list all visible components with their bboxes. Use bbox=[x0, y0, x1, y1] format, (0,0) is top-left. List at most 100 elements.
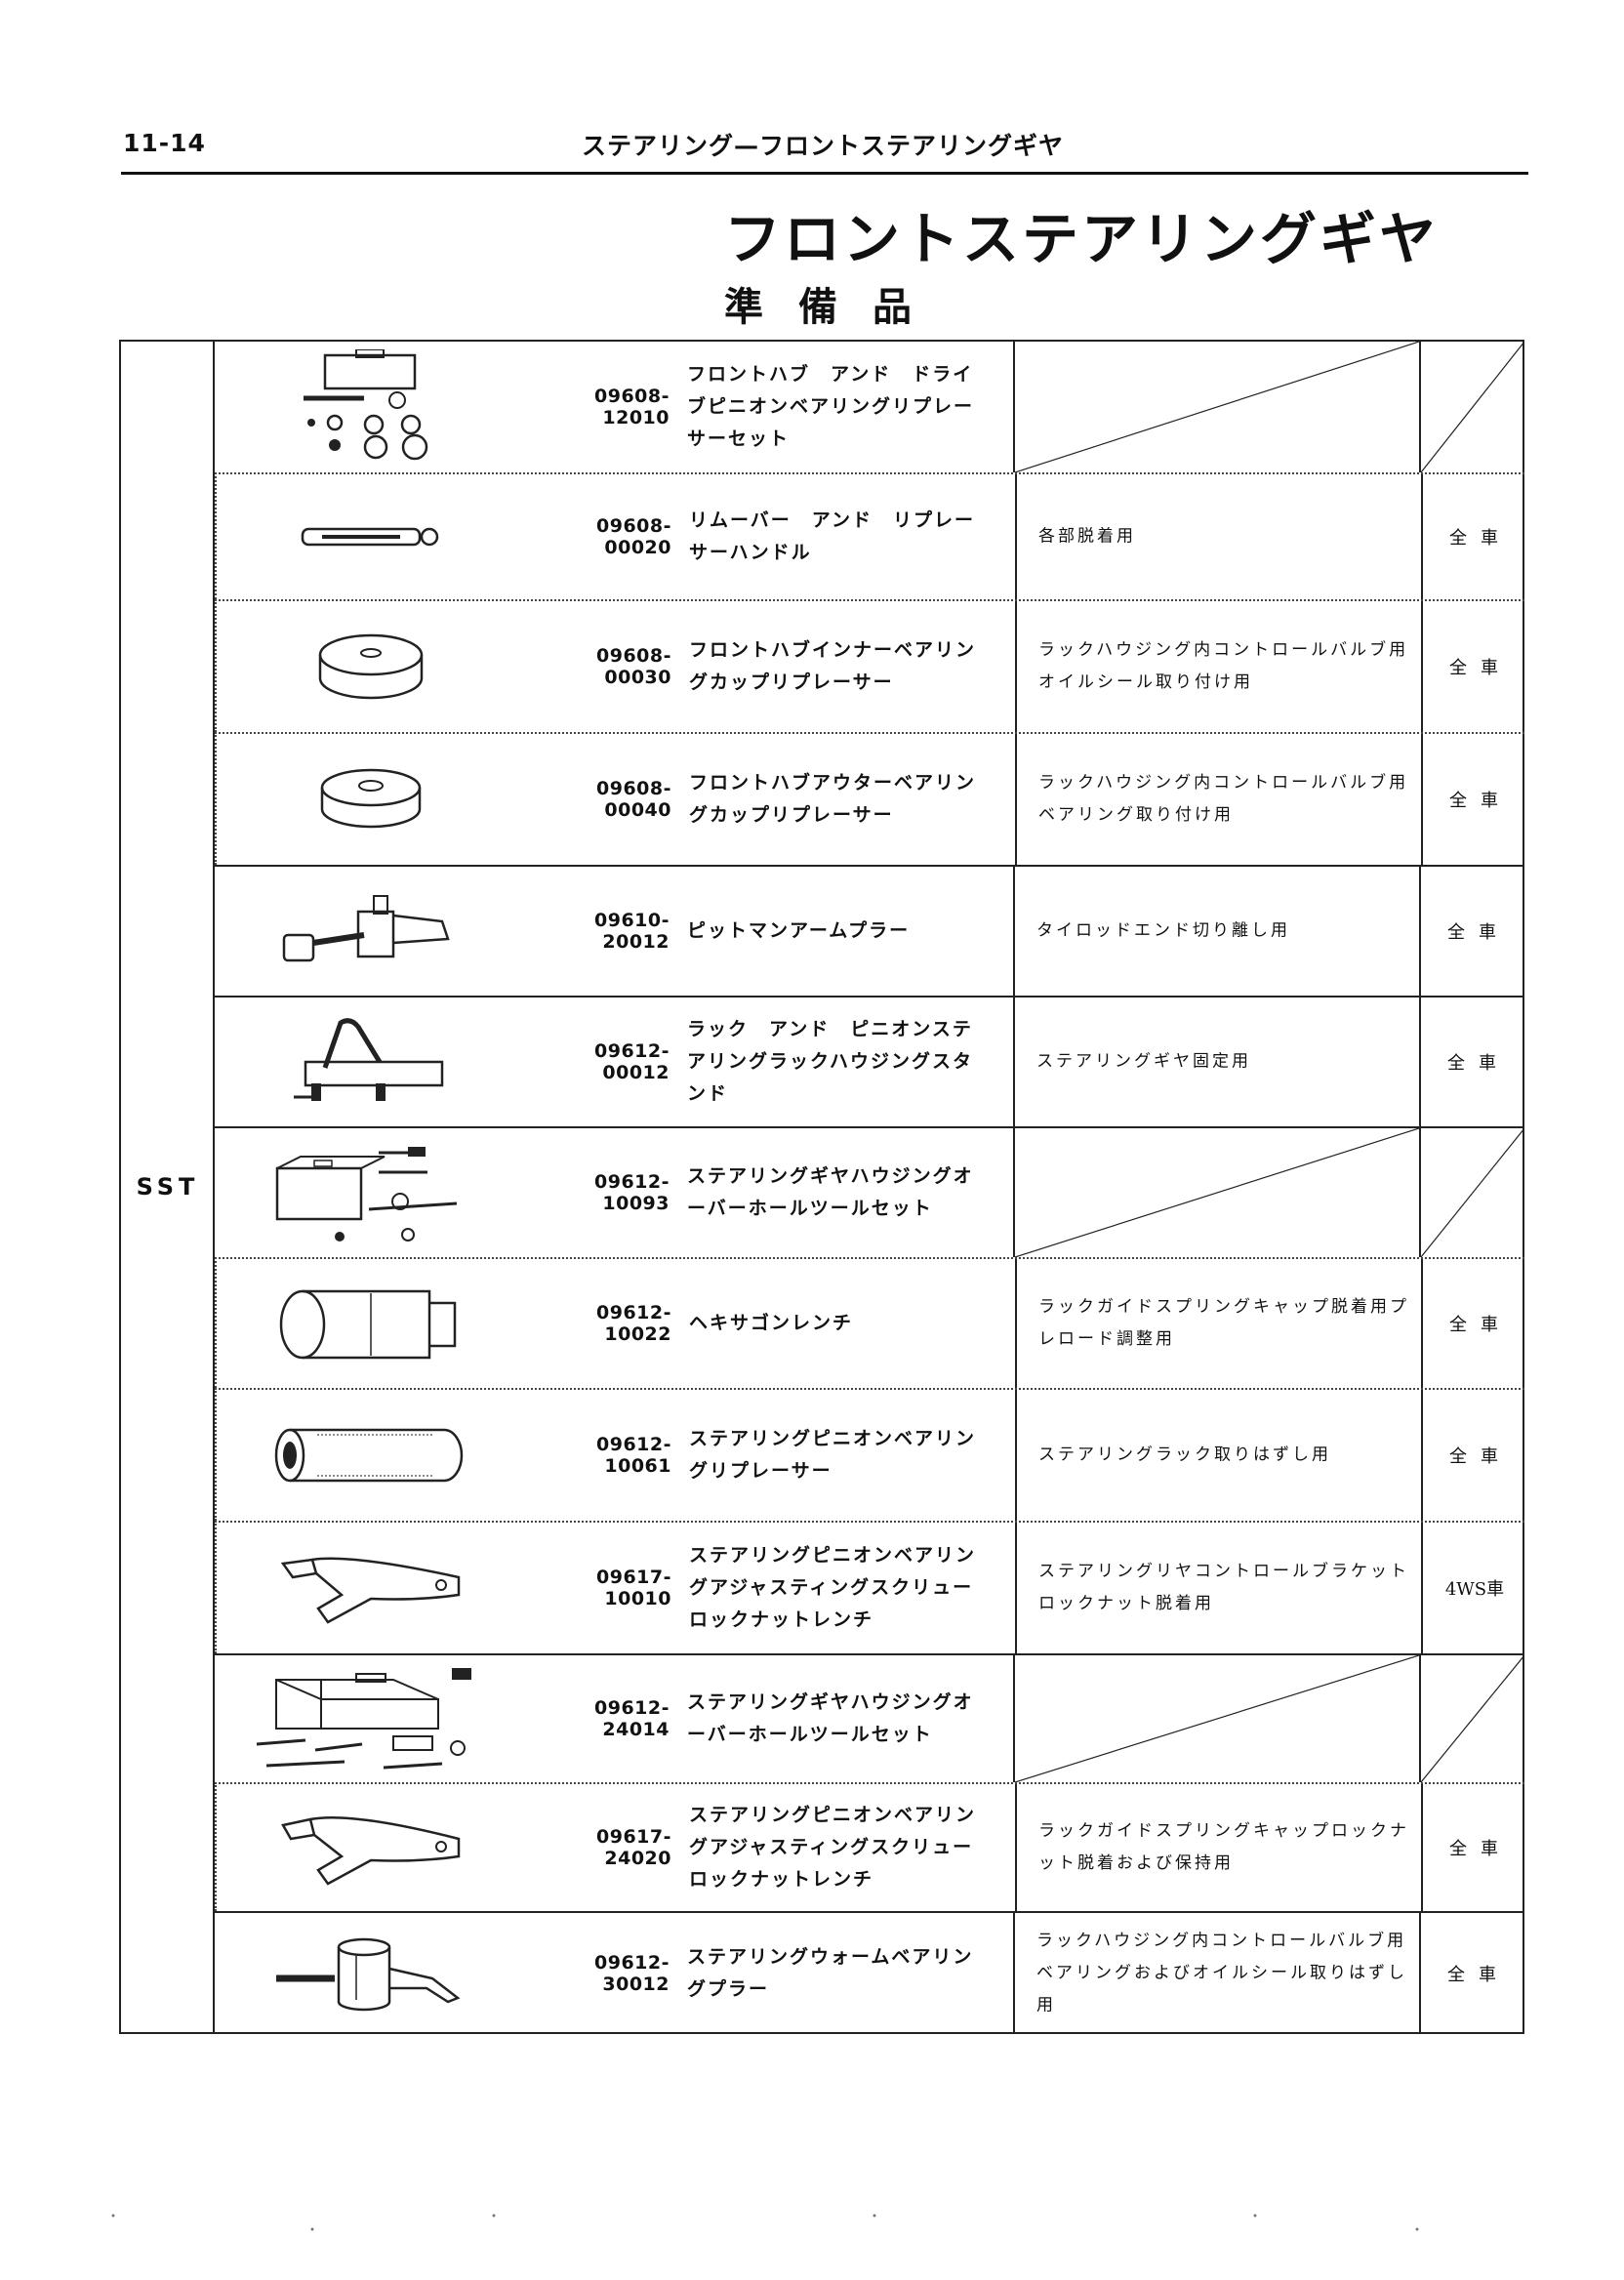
application-text: 全車 bbox=[1449, 1315, 1512, 1335]
part-name: ステアリングウォームベアリングプラー bbox=[687, 1946, 974, 2000]
tool-illustration bbox=[217, 734, 525, 865]
pinion-replacer-icon bbox=[274, 1428, 464, 1483]
use-cell: ラックハウジング内コントロールバルブ用オイルシール取り付け用 bbox=[1015, 601, 1421, 732]
use-text: ラックハウジング内コントロールバルブ用オイルシール取り付け用 bbox=[1038, 640, 1409, 692]
application-cell: 全車 bbox=[1421, 1259, 1526, 1388]
tool-case-set-icon bbox=[256, 1668, 471, 1770]
diagonal-mark bbox=[1015, 342, 1419, 472]
application-cell bbox=[1419, 1655, 1524, 1782]
part-number: 09612-24014 bbox=[594, 1697, 670, 1740]
tool-illustration bbox=[217, 1390, 525, 1521]
tool-illustration bbox=[215, 998, 523, 1126]
table-row: 09610-20012 ピットマンアームプラー タイロッドエンド切り離し用 全車 bbox=[215, 865, 1524, 996]
use-text: ラックハウジング内コントロールバルブ用ベアリング取り付け用 bbox=[1038, 773, 1409, 825]
application-cell bbox=[1419, 342, 1524, 472]
use-cell bbox=[1013, 1655, 1419, 1782]
part-number: 09612-10093 bbox=[594, 1171, 670, 1214]
diagonal-mark bbox=[1015, 1655, 1419, 1782]
hexagon-wrench-icon bbox=[279, 1289, 457, 1360]
tool-illustration bbox=[215, 1913, 523, 2034]
part-number: 09612-10022 bbox=[596, 1302, 671, 1345]
table-row: 09608-00020 リムーバー アンド リプレーサーハンドル 各部脱着用 全… bbox=[215, 472, 1524, 599]
use-cell: ステアリングラック取りはずし用 bbox=[1015, 1390, 1421, 1521]
table-row: 09612-00012 ラック アンド ピニオンステアリングラックハウジングスタ… bbox=[215, 996, 1524, 1126]
part-number: 09612-00012 bbox=[594, 1040, 670, 1083]
use-text: ラックハウジング内コントロールバルブ用ベアリングおよびオイルシール取りはずし用 bbox=[1036, 1931, 1407, 2015]
tool-illustration bbox=[217, 1523, 525, 1653]
page-number: 11-14 bbox=[123, 129, 206, 157]
application-cell: 全車 bbox=[1419, 998, 1524, 1126]
application-cell: 全車 bbox=[1421, 1390, 1526, 1521]
table-row: 09612-10022 ヘキサゴンレンチ ラックガイドスプリングキャップ脱着用プ… bbox=[215, 1257, 1524, 1388]
use-text: ラックガイドスプリングキャップロックナット脱着および保持用 bbox=[1038, 1821, 1409, 1873]
puller-icon bbox=[282, 895, 450, 962]
part-name: ステアリングピニオンベアリングアジャスティングスクリューロックナットレンチ bbox=[689, 1804, 977, 1891]
sst-table: SST 09608-12010 フロントハブ アンド ドライブピニオンベアリング… bbox=[119, 340, 1524, 2034]
application-text: 全車 bbox=[1449, 791, 1512, 811]
table-row: 09608-00030 フロントハブインナーベアリングカップリプレーサー ラック… bbox=[215, 599, 1524, 732]
application-text: 全車 bbox=[1449, 1839, 1512, 1859]
use-text: ステアリングラック取りはずし用 bbox=[1038, 1445, 1331, 1465]
application-text: 全車 bbox=[1449, 658, 1512, 678]
table-row: 09612-30012 ステアリングウォームベアリングプラー ラックハウジング内… bbox=[215, 1911, 1524, 2034]
part-name: ヘキサゴンレンチ bbox=[689, 1312, 854, 1334]
running-head: ステアリング—フロントステアリングギヤ bbox=[582, 132, 1065, 160]
part-name: ステアリングギヤハウジングオーバーホールツールセット bbox=[687, 1691, 974, 1745]
tool-illustration bbox=[217, 1259, 525, 1388]
tool-illustration bbox=[215, 1655, 523, 1782]
part-number: 09608-00030 bbox=[596, 645, 671, 688]
diagonal-mark bbox=[1421, 1128, 1524, 1257]
application-cell: 全車 bbox=[1421, 1784, 1526, 1911]
use-text: ステアリングリヤコントロールブラケットロックナット脱着用 bbox=[1038, 1562, 1409, 1613]
header-rule bbox=[121, 172, 1528, 175]
bearing-puller-icon bbox=[276, 1937, 461, 2012]
housing-stand-icon bbox=[294, 1018, 444, 1101]
tool-illustration bbox=[215, 1128, 523, 1257]
use-cell: ステアリングリヤコントロールブラケットロックナット脱着用 bbox=[1015, 1523, 1421, 1653]
part-number: 09610-20012 bbox=[594, 910, 670, 953]
use-cell: ラックガイドスプリングキャップ脱着用プレロード調整用 bbox=[1015, 1259, 1421, 1388]
tool-illustration bbox=[217, 601, 525, 732]
use-cell: ラックハウジング内コントロールバルブ用ベアリング取り付け用 bbox=[1015, 734, 1421, 865]
tool-illustration bbox=[217, 1784, 525, 1911]
group-cell: SST bbox=[121, 342, 215, 2032]
use-cell: ラックハウジング内コントロールバルブ用ベアリングおよびオイルシール取りはずし用 bbox=[1013, 1913, 1419, 2034]
tool-illustration bbox=[215, 342, 523, 472]
part-name: フロントハブアウターベアリングカップリプレーサー bbox=[689, 772, 977, 826]
application-cell: 4WS車 bbox=[1421, 1523, 1526, 1653]
part-number: 09617-10010 bbox=[596, 1567, 671, 1609]
application-text: 4WS車 bbox=[1444, 1579, 1505, 1600]
part-name: ステアリングピニオンベアリングリプレーサー bbox=[689, 1428, 977, 1482]
part-name: リムーバー アンド リプレーサーハンドル bbox=[689, 509, 976, 563]
table-row: 09608-12010 フロントハブ アンド ドライブピニオンベアリングリプレー… bbox=[215, 342, 1524, 472]
tool-case-set-icon bbox=[304, 349, 428, 461]
use-text: 各部脱着用 bbox=[1038, 526, 1136, 547]
page-title: フロントステアリングギヤ bbox=[724, 206, 1440, 272]
handle-icon bbox=[301, 527, 439, 547]
locknut-wrench-icon bbox=[280, 1557, 461, 1624]
application-cell: 全車 bbox=[1421, 734, 1526, 865]
part-number: 09608-00040 bbox=[596, 778, 671, 821]
application-text: 全車 bbox=[1447, 922, 1510, 943]
application-cell bbox=[1419, 1128, 1524, 1257]
part-name: ピットマンアームプラー bbox=[687, 919, 911, 942]
diagonal-mark bbox=[1421, 342, 1524, 472]
table-row: 09617-10010 ステアリングピニオンベアリングアジャスティングスクリュー… bbox=[215, 1521, 1524, 1653]
part-name: ステアリングピニオンベアリングアジャスティングスクリューロックナットレンチ bbox=[689, 1544, 977, 1631]
application-text: 全車 bbox=[1447, 1053, 1510, 1074]
part-number: 09612-30012 bbox=[594, 1952, 670, 1995]
table-row: 09612-10061 ステアリングピニオンベアリングリプレーサー ステアリング… bbox=[215, 1388, 1524, 1521]
part-number: 09608-12010 bbox=[594, 386, 670, 428]
table-row: 09608-00040 フロントハブアウターベアリングカップリプレーサー ラック… bbox=[215, 732, 1524, 865]
use-cell bbox=[1013, 1128, 1419, 1257]
diagonal-mark bbox=[1421, 1655, 1524, 1782]
part-name: ステアリングギヤハウジングオーバーホールツールセット bbox=[687, 1165, 974, 1219]
part-number: 09617-24020 bbox=[596, 1826, 671, 1869]
application-cell: 全車 bbox=[1419, 867, 1524, 996]
use-cell: 各部脱着用 bbox=[1015, 474, 1421, 599]
scan-specks bbox=[111, 2214, 1419, 2231]
application-text: 全車 bbox=[1449, 528, 1512, 549]
part-name: ラック アンド ピニオンステアリングラックハウジングスタンド bbox=[687, 1018, 974, 1105]
locknut-wrench-icon bbox=[281, 1815, 461, 1886]
part-number: 09612-10061 bbox=[596, 1434, 671, 1477]
